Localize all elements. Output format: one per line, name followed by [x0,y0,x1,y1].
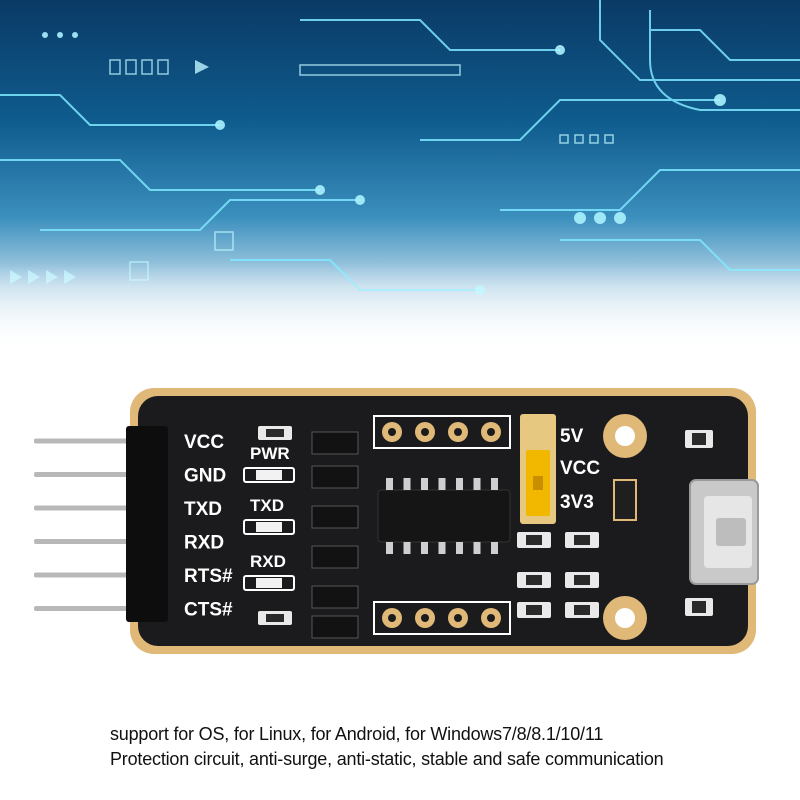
header-pin [34,572,144,578]
ic-leg [421,542,428,554]
ic-leg [456,542,463,554]
ic-leg [386,542,393,554]
pad-hole [421,428,429,436]
ic-leg [491,542,498,554]
ic-leg [403,478,411,490]
led [256,470,282,480]
voltage-label: 3V3 [560,492,594,513]
pad-hole [454,614,462,622]
usb-uart-chip [377,478,511,554]
status-leds: PWR TXD RXD [243,444,295,591]
led [256,578,282,588]
ic-leg [473,478,481,490]
led-label: PWR [250,444,290,463]
caption-os-support: support for OS, for Linux, for Android, … [110,724,604,744]
pad-hole [421,614,429,622]
circuit-banner-image [0,0,800,350]
led-label: RXD [250,552,286,571]
smd-component-centers [266,429,706,622]
through-hole-pads [373,415,511,635]
ic-leg [386,478,393,490]
pad-outline [373,601,511,635]
pin-label: RTS# [184,566,233,587]
pad-hole [388,428,396,436]
pin-label: GND [184,466,226,487]
header-pin [34,438,144,444]
pin-label: CTS# [184,600,233,621]
pin-header-block [126,426,168,622]
led-label: TXD [250,496,284,515]
product-captions: support for OS, for Linux, for Android, … [110,722,790,772]
product-photo: VCC GND TXD RXD RTS# CTS# PWR TXD RXD [0,350,800,700]
protection-diodes [311,431,359,639]
ic-leg [421,478,428,490]
mounting-holes [603,414,647,640]
header-pin [34,539,144,544]
led-outline [243,575,295,591]
voltage-label: 5V [560,426,584,447]
ic-leg [403,542,411,554]
ic-leg [438,478,446,490]
header-pin [34,505,144,511]
micro-usb-connector [689,479,759,585]
led-outline [243,519,295,535]
pad-hole [487,428,495,436]
voltage-labels: 5V VCC 3V3 [560,426,600,513]
ic-leg [456,478,463,490]
usb-serial-board: VCC GND TXD RXD RTS# CTS# PWR TXD RXD [34,388,759,654]
pad-hole [388,614,396,622]
pad-outline [373,415,511,449]
ic-leg [438,542,446,554]
pad-hole [487,614,495,622]
voltage-label: VCC [560,458,600,479]
header-pin [34,606,144,611]
pin-label: VCC [184,432,224,453]
ic-leg [473,542,481,554]
ic-leg [491,478,498,490]
esd-chip [613,479,637,521]
header-pin [34,472,144,477]
pin-label: RXD [184,533,224,554]
pin-labels: VCC GND TXD RXD RTS# CTS# [184,432,233,621]
caption-protection: Protection circuit, anti-surge, anti-sta… [110,749,664,769]
voltage-jumper [520,414,556,524]
led-outline [243,467,295,483]
circuit-pattern [0,0,800,350]
pad-hole [454,428,462,436]
pin-label: TXD [184,499,222,520]
led [256,522,282,532]
